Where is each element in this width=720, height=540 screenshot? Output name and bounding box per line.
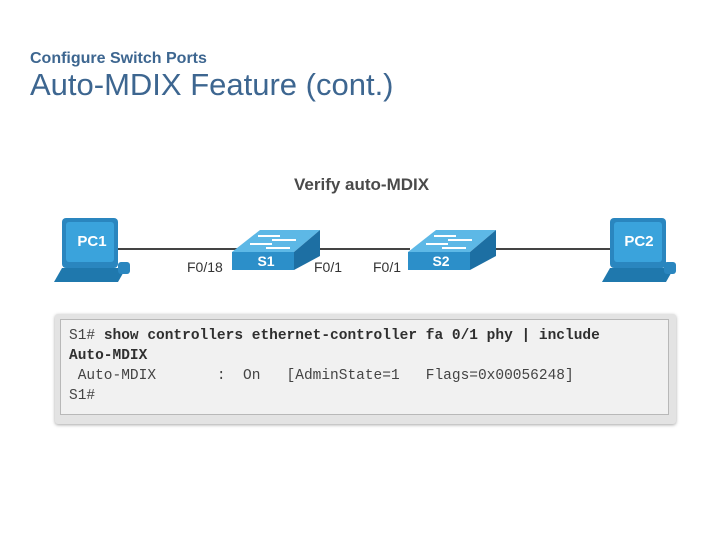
- pc2-icon: [602, 218, 676, 282]
- cli-terminal: S1# show controllers ethernet-controller…: [60, 319, 669, 415]
- port-label-s2-f01: F0/1: [373, 259, 402, 275]
- cli-output-line: Auto-MDIX : On [AdminState=1 Flags=0x000…: [69, 368, 574, 384]
- cli-output-panel: S1# show controllers ethernet-controller…: [55, 314, 676, 424]
- cli-command-continued: Auto-MDIX: [69, 348, 148, 364]
- switch-s1-icon: [232, 230, 320, 270]
- pc1-label: PC1: [77, 233, 106, 250]
- port-label-s1-f01: F0/1: [314, 259, 343, 275]
- s1-label: S1: [257, 253, 274, 269]
- cli-prompt: S1#: [69, 328, 104, 344]
- topology-title: Verify auto-MDIX: [294, 175, 430, 194]
- pc1-icon: [54, 218, 130, 282]
- switch-s2-icon: [408, 230, 496, 270]
- cli-prompt-end: S1#: [69, 388, 96, 404]
- cli-command: show controllers ethernet-controller fa …: [103, 328, 600, 344]
- pc2-label: PC2: [624, 233, 653, 250]
- slide-title: Auto-MDIX Feature (cont.): [30, 67, 394, 102]
- slide-subtitle: Configure Switch Ports: [30, 50, 207, 67]
- port-label-s1-f018: F0/18: [187, 259, 223, 275]
- s2-label: S2: [432, 253, 449, 269]
- topology-diagram: PC1 S1 S2 PC2: [54, 218, 676, 282]
- cli-line-1: S1# show controllers ethernet-controller…: [69, 326, 660, 346]
